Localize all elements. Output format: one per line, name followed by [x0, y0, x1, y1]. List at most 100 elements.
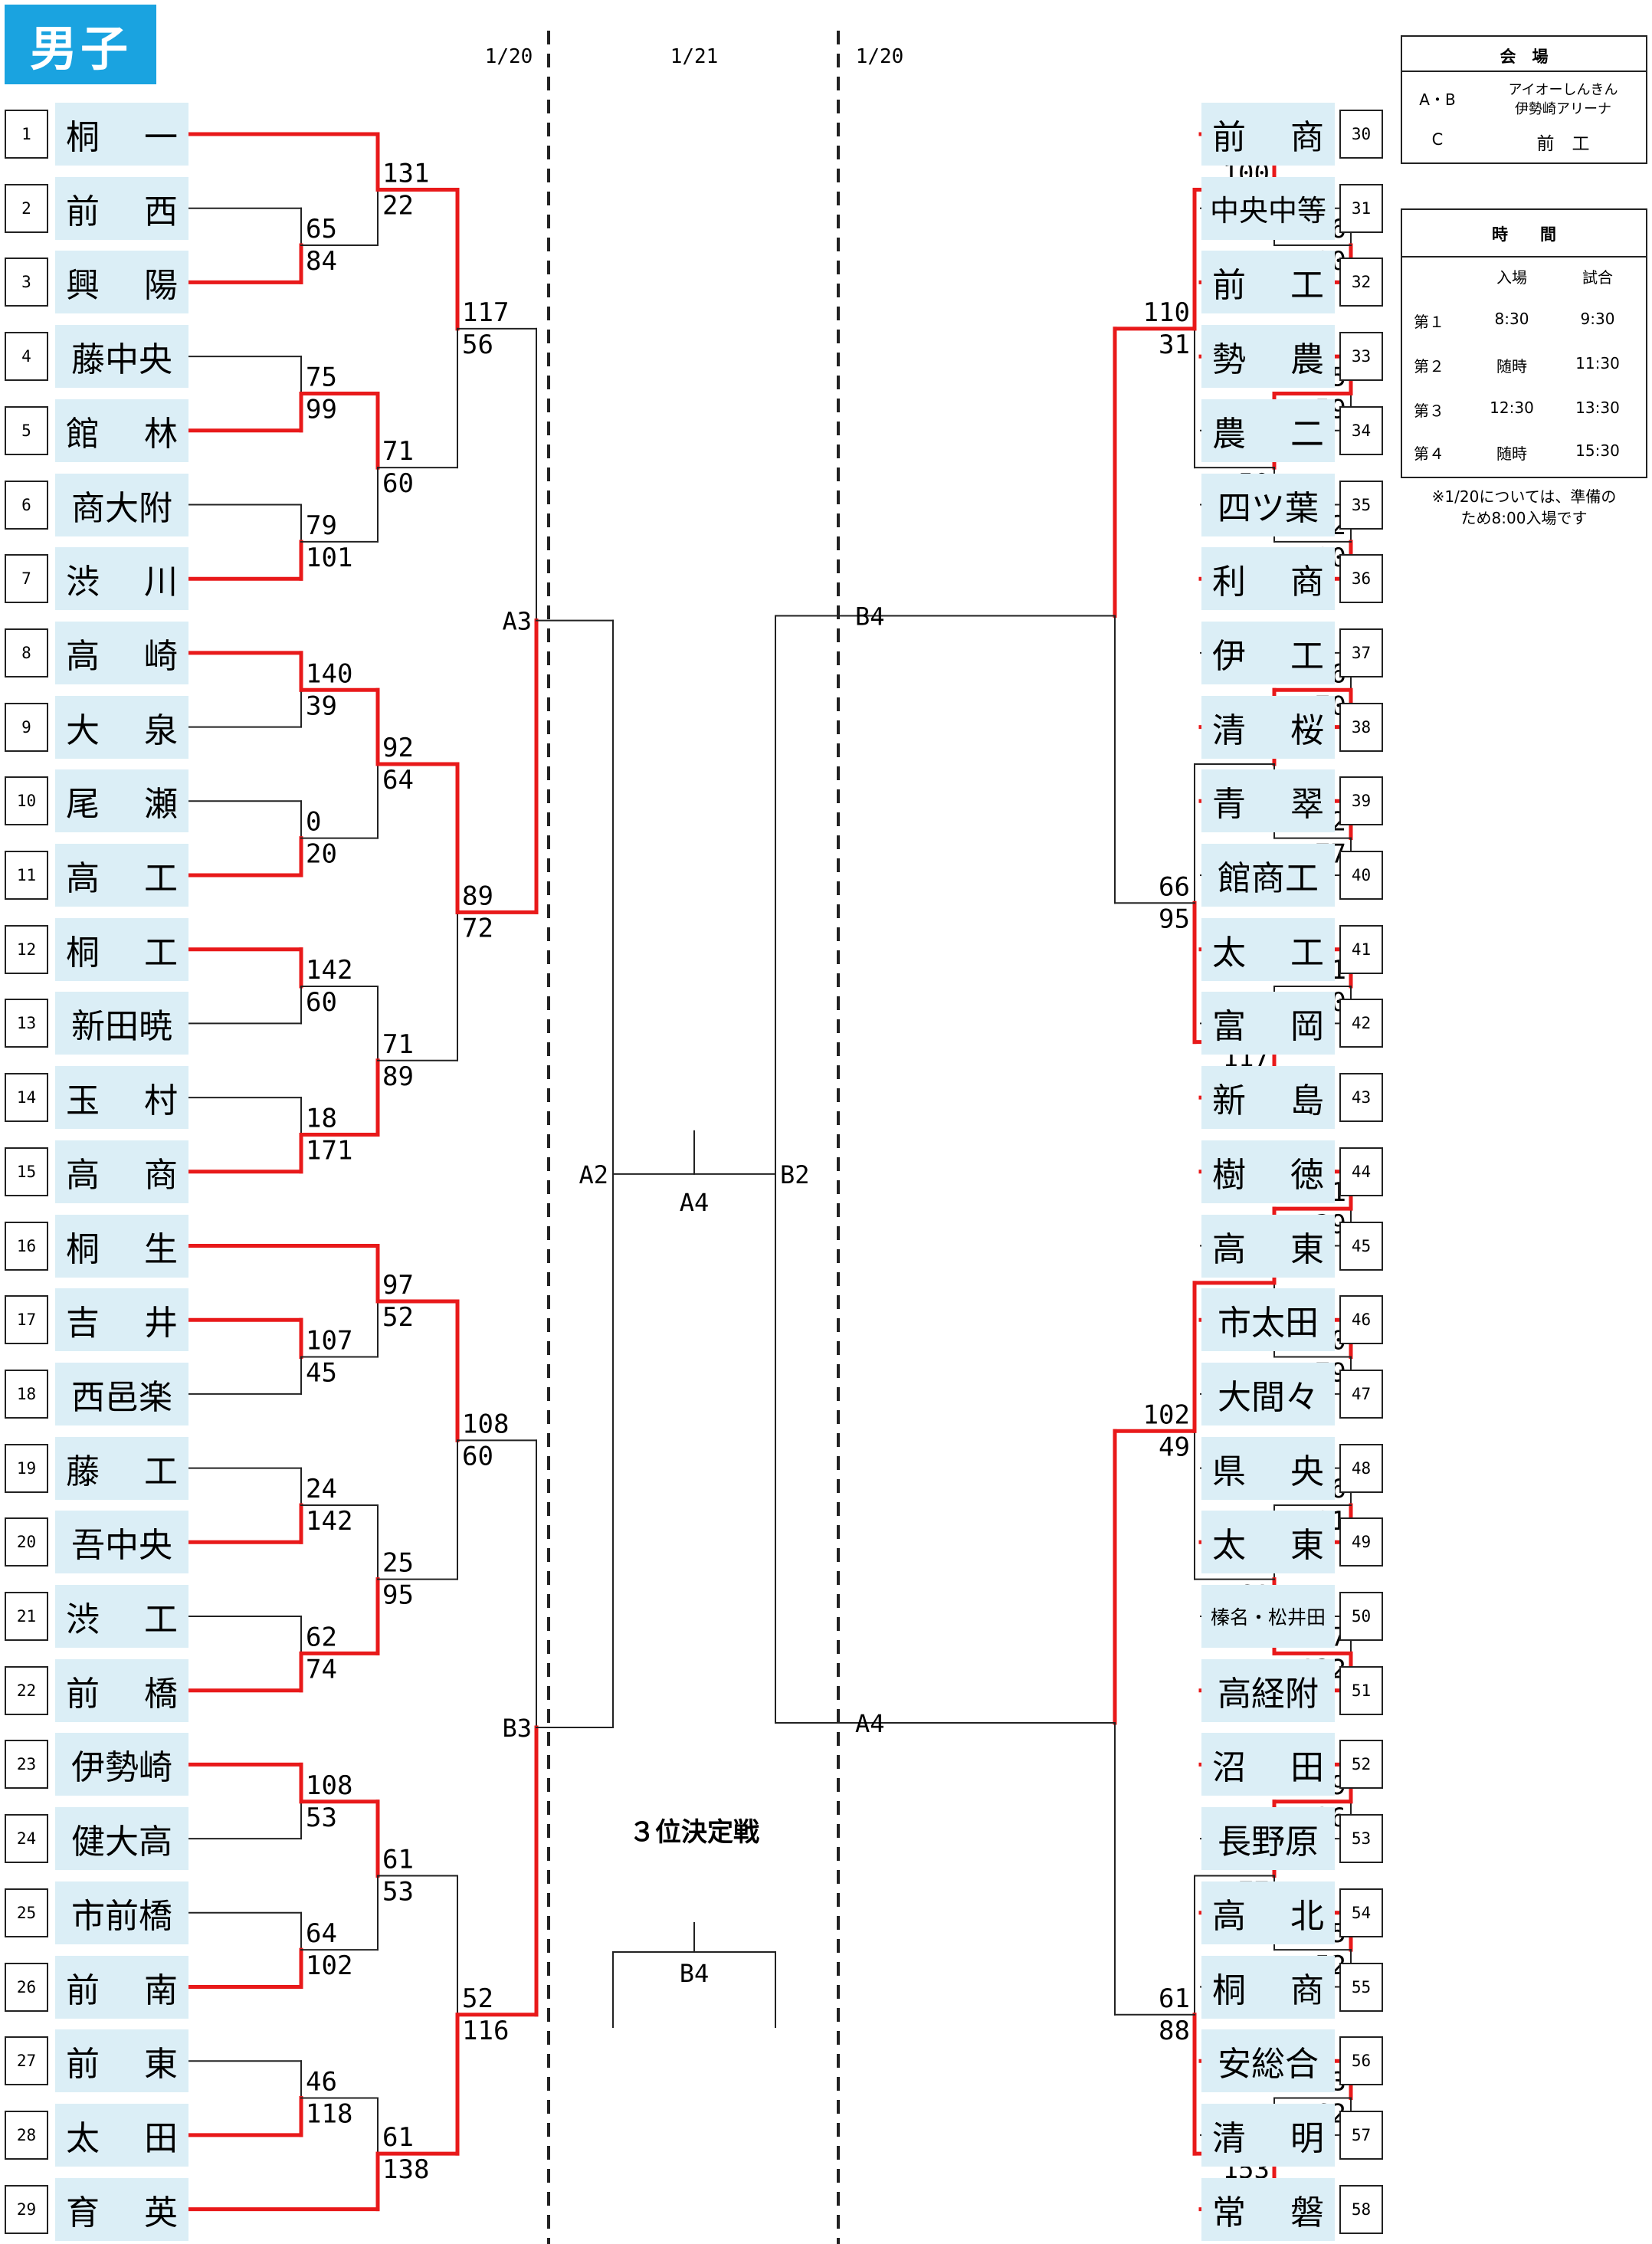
seed-number: 8	[5, 628, 48, 677]
team-name-part: 勢	[1212, 340, 1246, 380]
seed-number: 29	[5, 2184, 48, 2234]
score-bottom: 53	[382, 1876, 414, 1907]
score-bottom: 89	[382, 1061, 414, 1092]
team-name: 樹徳	[1201, 1140, 1335, 1203]
score-bottom: 31	[1159, 330, 1190, 360]
third-place-slot-label: B4	[680, 1959, 710, 1988]
score-top: 131	[382, 159, 429, 189]
team-name-part: 四ツ葉	[1218, 488, 1319, 528]
team-name: 前西	[55, 176, 188, 240]
slot-label-b4: B4	[855, 602, 885, 632]
schedule-entry: 随時	[1496, 445, 1527, 463]
team-name: 育英	[55, 2177, 188, 2241]
note-line-1: ※1/20については、準備の	[1431, 487, 1617, 506]
team-name-part: 橋	[144, 1674, 178, 1714]
team-name-part: 渋	[66, 1600, 100, 1639]
schedule-label: 第４	[1414, 445, 1444, 463]
team-name-part: 島	[1290, 1081, 1324, 1121]
team-name-part: 太	[66, 2118, 100, 2158]
seed-number: 9	[5, 702, 48, 752]
team-name-part: 央	[1290, 1452, 1324, 1491]
seed-number: 31	[1339, 183, 1383, 233]
team-name: 商大附	[55, 473, 188, 536]
team-name: 高経附	[1201, 1658, 1335, 1722]
team-name: 高工	[55, 844, 188, 907]
team-name: 高北	[1201, 1881, 1335, 1944]
score-top: 75	[306, 362, 337, 392]
team-name: 利商	[1201, 547, 1335, 611]
team-name-part: 村	[144, 1081, 178, 1121]
team-name-part: 井	[144, 1304, 178, 1343]
page-title: 男子	[5, 5, 156, 84]
score-top: 71	[382, 436, 414, 467]
venue-value-ab-2: 伊勢崎アリーナ	[1515, 101, 1611, 117]
team-name-part: 徳	[1290, 1155, 1324, 1195]
seed-number: 54	[1339, 1888, 1383, 1937]
date-label: 1/20	[485, 45, 533, 68]
seed-number: 12	[5, 924, 48, 974]
seed-number: 32	[1339, 258, 1383, 307]
team-name: 桐工	[55, 917, 188, 981]
schedule-col-entry: 入場	[1496, 268, 1527, 287]
score-bottom: 52	[382, 1302, 414, 1333]
team-name-part: 興	[66, 266, 100, 306]
venue-table: 会 場 A・B アイオーしんきん 伊勢崎アリーナ C 前 工	[1401, 35, 1647, 164]
team-name: 新島	[1201, 1066, 1335, 1130]
score-top: 117	[462, 297, 509, 328]
team-name-part: 伊	[1212, 636, 1246, 676]
score-top: 46	[306, 2067, 337, 2098]
score-bottom: 95	[382, 1580, 414, 1611]
seed-number: 52	[1339, 1740, 1383, 1790]
seed-number: 35	[1339, 480, 1383, 530]
date-label: 1/21	[670, 45, 719, 68]
slot-label-a4: A4	[855, 1709, 885, 1738]
team-name-part: 商	[1290, 1970, 1324, 2010]
seed-number: 41	[1339, 924, 1383, 974]
score-top: 108	[462, 1409, 509, 1439]
score-bottom: 64	[382, 765, 414, 796]
team-name-part: 高	[66, 1155, 100, 1195]
team-name-part: 前	[66, 1970, 100, 2010]
score-bottom: 138	[382, 2154, 429, 2185]
score-bottom: 45	[306, 1358, 337, 1389]
team-name-part: 瀬	[144, 785, 178, 825]
team-name-part: 新田暁	[71, 1007, 172, 1047]
team-name-part: 商	[144, 1155, 178, 1195]
slot-label-b2: B2	[780, 1160, 810, 1189]
score-top: 61	[382, 2122, 414, 2153]
team-name: 館商工	[1201, 844, 1335, 907]
team-name-part: 田	[1290, 1748, 1324, 1788]
venue-value-ab-1: アイオーしんきん	[1508, 82, 1618, 98]
seed-number: 1	[5, 110, 48, 159]
team-name-part: 大	[66, 710, 100, 750]
seed-number: 20	[5, 1517, 48, 1567]
seed-number: 18	[5, 1369, 48, 1419]
seed-number: 4	[5, 332, 48, 382]
team-name-part: 前	[66, 2045, 100, 2085]
team-name-part: 市太田	[1218, 1304, 1319, 1343]
team-name-part: 川	[144, 563, 178, 602]
team-name-part: 藤中央	[71, 340, 172, 380]
seed-number: 49	[1339, 1517, 1383, 1567]
seed-number: 15	[5, 1147, 48, 1196]
team-name-part: 榛名・松井田	[1210, 1606, 1326, 1629]
team-name: 興陽	[55, 251, 188, 314]
seed-number: 46	[1339, 1295, 1383, 1345]
seed-number: 10	[5, 776, 48, 826]
slot-label-b3: B3	[502, 1714, 532, 1743]
score-top: 52	[462, 1983, 493, 2014]
team-name: 渋工	[55, 1585, 188, 1648]
seed-number: 5	[5, 405, 48, 455]
team-name: 前工	[1201, 251, 1335, 314]
team-name-part: 清	[1212, 2118, 1246, 2158]
score-top: 0	[306, 807, 321, 838]
score-bottom: 74	[306, 1654, 337, 1685]
seed-number: 55	[1339, 1962, 1383, 2012]
third-place-title: ３位決定戦	[629, 1817, 759, 1848]
score-top: 61	[382, 1844, 414, 1875]
score-bottom: 60	[382, 468, 414, 499]
team-name: 市前橋	[55, 1881, 188, 1944]
seed-number: 3	[5, 258, 48, 307]
seed-number: 17	[5, 1295, 48, 1345]
team-name-part: 工	[1290, 933, 1324, 973]
